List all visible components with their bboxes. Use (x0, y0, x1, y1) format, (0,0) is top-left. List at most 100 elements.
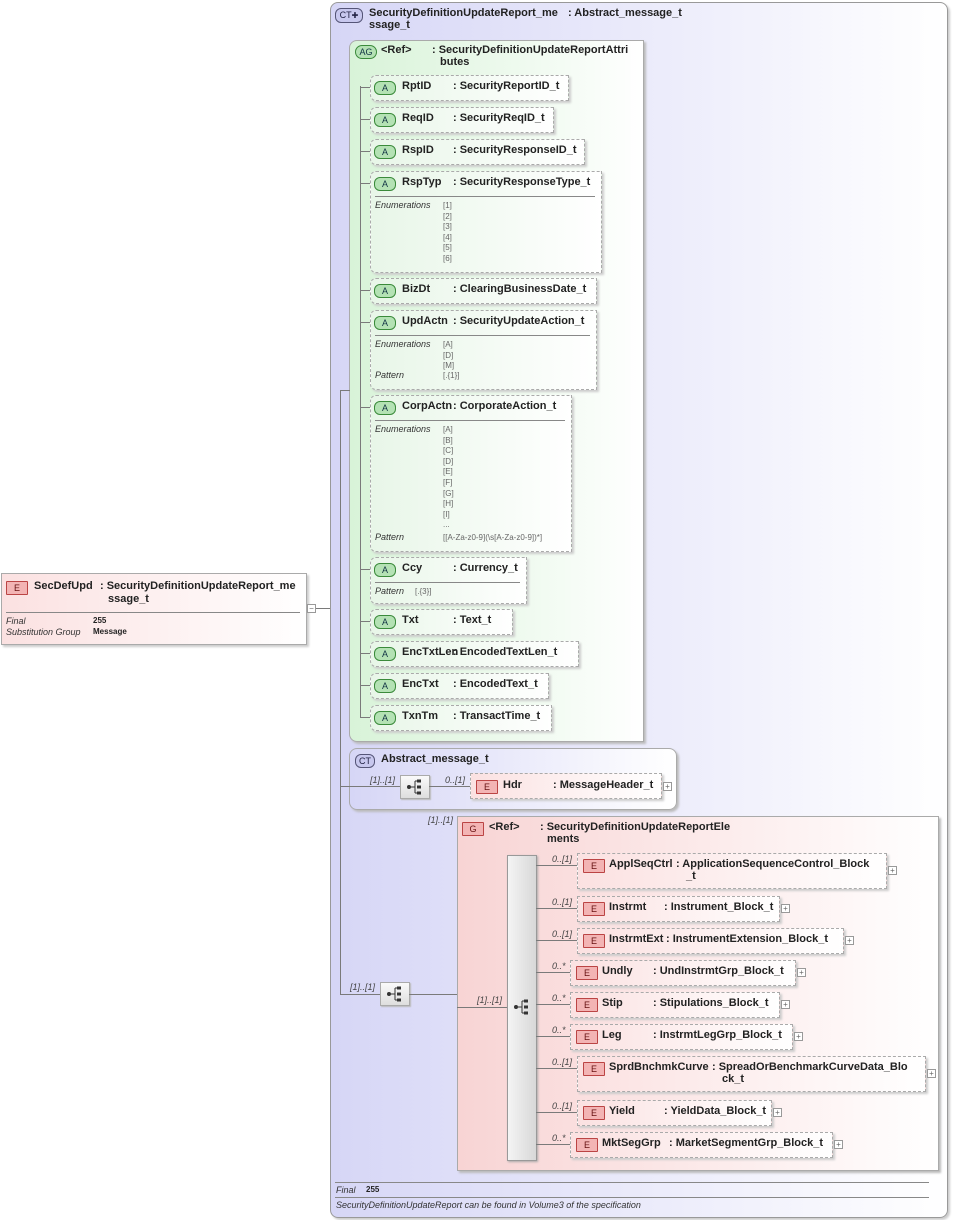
expand-toggle[interactable]: + (845, 936, 854, 945)
pattern-value: [[A-Za-z0-9](\s[A-Za-z0-9])*] (443, 533, 543, 542)
element-undly[interactable]: E Undly : UndInstrmtGrp_Block_t (570, 960, 796, 986)
pattern-label: Pattern (375, 532, 405, 542)
element-name: Leg (602, 1029, 622, 1041)
attribute-enctxtlen[interactable]: A EncTxtLen : EncodedTextLen_t (370, 641, 579, 667)
sequence-icon[interactable] (400, 775, 430, 799)
attribute-type: : Text_t (453, 614, 492, 626)
attribute-name: TxnTm (402, 710, 439, 722)
element-cardinality: 0..* (552, 961, 566, 971)
expand-toggle[interactable]: + (888, 866, 897, 875)
element-name: Stip (602, 997, 623, 1009)
attribute-connector (360, 621, 370, 622)
element-connector (536, 940, 577, 941)
footer-divider-1 (335, 1182, 929, 1183)
attribute-txntm[interactable]: A TxnTm : TransactTime_t (370, 705, 552, 731)
expand-toggle[interactable]: + (834, 1140, 843, 1149)
prop-key-substitution-group: Substitution Group (6, 627, 81, 637)
element-type: : InstrmtLegGrp_Block_t (653, 1029, 782, 1041)
complex-type-name-2: ssage_t (369, 19, 410, 31)
attribute-badge: A (374, 284, 396, 298)
element-cardinality: 0..[1] (552, 1101, 573, 1111)
enumeration-value: [H] (443, 499, 454, 509)
expand-toggle[interactable]: + (781, 904, 790, 913)
attribute-badge: A (374, 81, 396, 95)
element-cardinality: 0..[1] (552, 929, 573, 939)
attribute-bizdt[interactable]: A BizDt : ClearingBusinessDate_t (370, 278, 597, 304)
element-type: : Stipulations_Block_t (653, 997, 769, 1009)
attribute-type: : Currency_t (453, 562, 518, 574)
element-applseqctrl[interactable]: E ApplSeqCtrl : ApplicationSequenceContr… (577, 853, 887, 889)
element-connector (536, 908, 577, 909)
attribute-connector (360, 717, 370, 718)
element-instrmt[interactable]: E Instrmt : Instrument_Block_t (577, 896, 780, 922)
attribute-badge: A (374, 647, 396, 661)
attribute-txt[interactable]: A Txt : Text_t (370, 609, 513, 635)
attribute-connector (360, 322, 370, 323)
enumeration-value: [I] (443, 509, 450, 519)
root-element[interactable]: E SecDefUpd : SecurityDefinitionUpdateRe… (1, 573, 307, 645)
expand-toggle[interactable]: + (927, 1069, 936, 1078)
attribute-enctxt[interactable]: A EncTxt : EncodedText_t (370, 673, 549, 699)
attribute-name: EncTxtLen (402, 646, 459, 658)
enumerations-label: Enumerations (375, 424, 431, 434)
enumeration-value: [6] (443, 254, 452, 263)
root-element-type-2: ssage_t (108, 593, 149, 605)
enumeration-value: [B] (443, 435, 453, 445)
attribute-reqid[interactable]: A ReqID : SecurityReqID_t (370, 107, 554, 133)
element-hdr[interactable]: E Hdr : MessageHeader_t (470, 773, 662, 799)
enumeration-value: [C] (443, 446, 454, 456)
element-badge: E (583, 1062, 605, 1076)
attribute-type: : EncodedText_t (453, 678, 538, 690)
footer-note: SecurityDefinitionUpdateReport can be fo… (336, 1200, 641, 1210)
sequence-icon[interactable] (380, 982, 410, 1006)
enumeration-value: [F] (443, 478, 453, 487)
element-sprdbnchmkcurve[interactable]: E SprdBnchmkCurve : SpreadOrBenchmarkCur… (577, 1056, 926, 1092)
enumeration-value: [D] (443, 350, 454, 360)
element-type: : YieldData_Block_t (664, 1105, 767, 1117)
attribute-name: Txt (402, 614, 419, 626)
enumeration-value: [A] (443, 340, 453, 349)
hdr-cardinality: 0..[1] (445, 775, 466, 785)
abstract-message-name: Abstract_message_t (381, 753, 489, 765)
attribute-connector (360, 119, 370, 120)
attribute-rptid[interactable]: A RptID : SecurityReportID_t (370, 75, 569, 101)
attribute-rspid[interactable]: A RspID : SecurityResponseID_t (370, 139, 585, 165)
attribute-type: : SecurityUpdateAction_t (453, 315, 585, 327)
attribute-badge: A (374, 316, 396, 330)
element-connector (536, 1004, 570, 1005)
expand-toggle[interactable]: + (773, 1108, 782, 1117)
collapse-toggle[interactable]: − (307, 604, 316, 613)
element-type-cont: ck_t (722, 1073, 745, 1085)
root-element-type-1: : SecurityDefinitionUpdateReport_me (100, 580, 296, 592)
connector (316, 608, 340, 609)
pattern-label: Pattern (375, 586, 405, 596)
element-instrmtext[interactable]: E InstrmtExt : InstrumentExtension_Block… (577, 928, 844, 954)
footer-final-value: 255 (366, 1185, 380, 1194)
element-mktseggrp[interactable]: E MktSegGrp : MarketSegmentGrp_Block_t (570, 1132, 833, 1158)
expand-toggle[interactable]: + (797, 968, 806, 977)
divider (375, 582, 520, 583)
element-connector (536, 972, 570, 973)
group-badge: G (462, 822, 484, 836)
element-stip[interactable]: E Stip : Stipulations_Block_t (570, 992, 780, 1018)
element-leg[interactable]: E Leg : InstrmtLegGrp_Block_t (570, 1024, 793, 1050)
complex-type-base: : Abstract_message_t (568, 7, 682, 19)
attribute-connector (360, 183, 370, 184)
prop-value-substitution-group: Message (93, 627, 127, 636)
attribute-name: Ccy (402, 562, 423, 574)
element-badge: E (576, 998, 598, 1012)
element-yield[interactable]: E Yield : YieldData_Block_t (577, 1100, 772, 1126)
attribute-group-type-2: butes (440, 56, 470, 68)
attribute-name: EncTxt (402, 678, 439, 690)
sequence-icon (513, 998, 531, 1016)
expand-toggle[interactable]: + (663, 782, 672, 791)
expand-toggle[interactable]: + (781, 1000, 790, 1009)
attribute-name: RptID (402, 80, 432, 92)
expand-toggle[interactable]: + (794, 1032, 803, 1041)
inner-seq-connector (457, 1007, 507, 1008)
element-type: : SpreadOrBenchmarkCurveData_Blo (712, 1061, 908, 1073)
